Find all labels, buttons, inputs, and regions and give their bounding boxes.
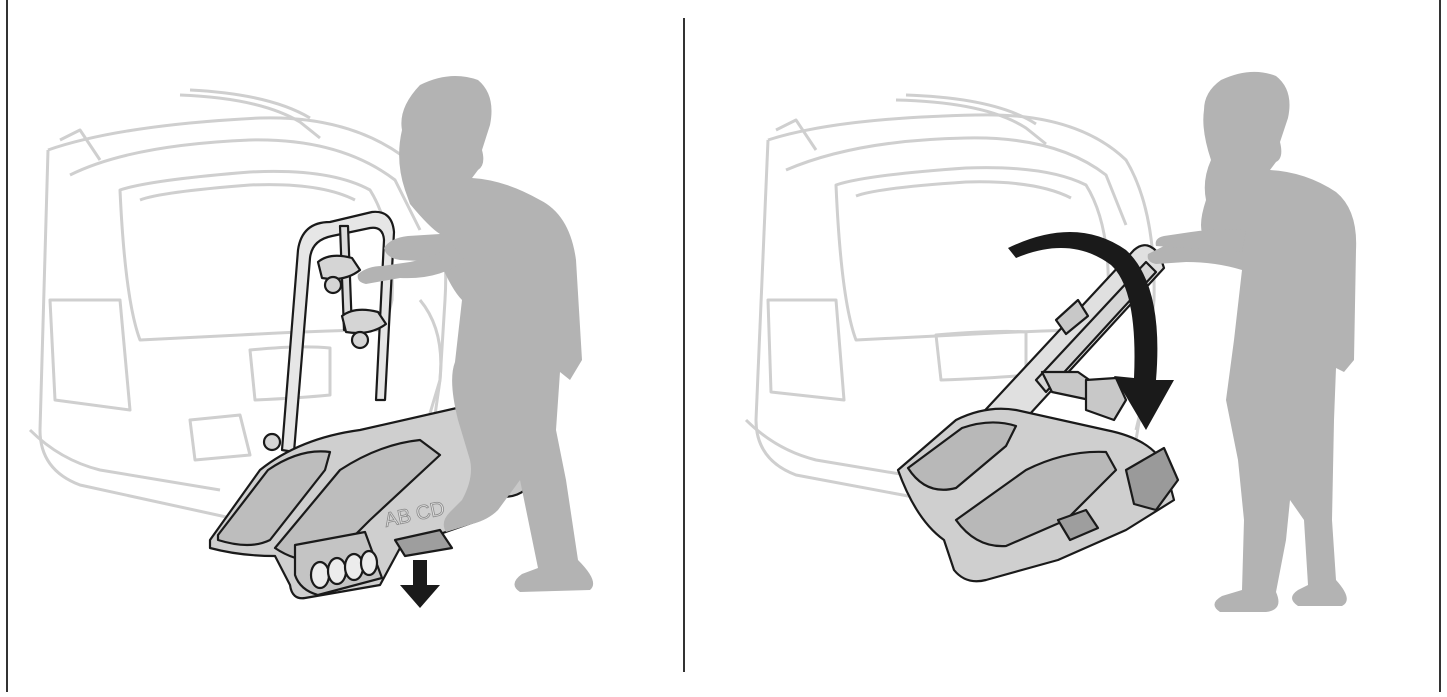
panel-left: AB CD xyxy=(0,0,684,692)
frame-clamp-upper xyxy=(318,256,360,293)
down-arrow-icon xyxy=(400,560,440,608)
panel-right xyxy=(686,0,1440,692)
panel-right-drawing xyxy=(686,0,1440,692)
panel-left-drawing: AB CD xyxy=(0,0,684,692)
upright-knob xyxy=(264,434,280,450)
person-silhouette-right xyxy=(1148,72,1357,612)
